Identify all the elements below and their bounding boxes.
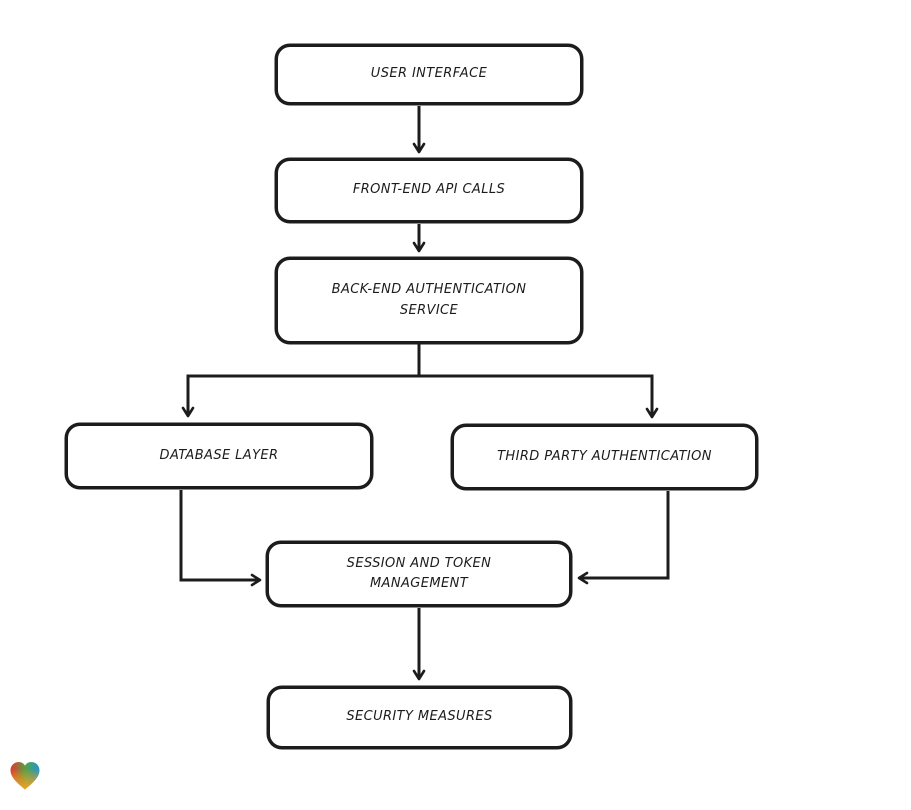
node-label: BACK-END AUTHENTICATION SERVICE — [331, 282, 527, 318]
node-label: FRONT-END API CALLS — [352, 182, 506, 198]
node-database-layer: DATABASE LAYER — [65, 423, 373, 489]
heart-logo-icon — [10, 762, 40, 790]
node-back-end-authentication-service: BACK-END AUTHENTICATION SERVICE — [275, 257, 583, 344]
node-label: THIRD PARTY AUTHENTICATION — [497, 448, 712, 464]
node-third-party-authentication: THIRD PARTY AUTHENTICATION — [451, 424, 758, 490]
edge-database-to-session — [179, 490, 262, 587]
node-front-end-api-calls: FRONT-END API CALLS — [275, 158, 583, 223]
node-session-and-token-management: SESSION AND TOKEN MANAGEMENT — [266, 541, 572, 607]
node-security-measures: SECURITY MEASURES — [267, 686, 572, 749]
edge-thirdparty-to-session — [577, 491, 670, 585]
node-label: SESSION AND TOKEN MANAGEMENT — [346, 555, 492, 591]
node-label: DATABASE LAYER — [159, 447, 279, 463]
node-label: SECURITY MEASURES — [346, 709, 493, 725]
node-user-interface: USER INTERFACE — [275, 44, 583, 105]
node-label: USER INTERFACE — [370, 66, 488, 82]
edge-backend-to-thirdparty — [419, 374, 659, 419]
edge-backend-to-database — [181, 344, 421, 418]
